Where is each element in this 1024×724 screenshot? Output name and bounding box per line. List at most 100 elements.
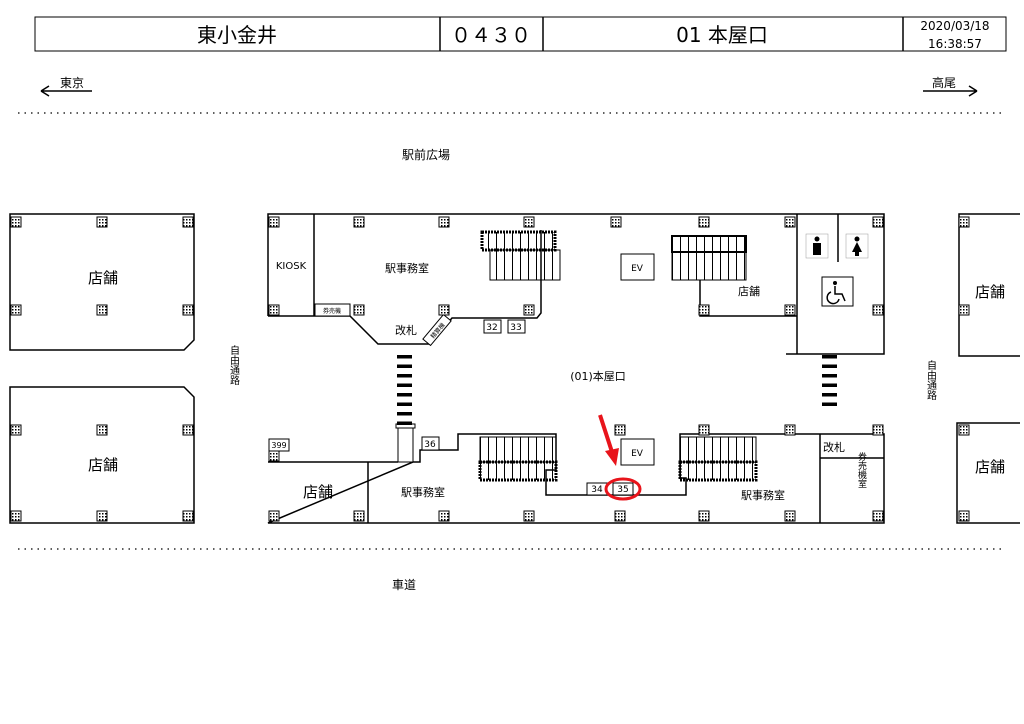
shop-label: 店舗 — [88, 269, 118, 287]
station-office-label: 駅事務室 — [741, 488, 785, 502]
board-399[interactable]: 399 — [268, 438, 290, 452]
station-office-label: 駅事務室 — [401, 485, 445, 499]
station-code: ０４３０ — [451, 23, 531, 47]
stairs — [480, 230, 557, 252]
gate-label: 改札 — [823, 440, 845, 454]
board-number: 399 — [271, 441, 286, 450]
stairs — [679, 436, 757, 463]
pillar — [614, 510, 626, 522]
crosswalk-stripe — [397, 355, 412, 359]
concourse-south: EV 店舗 駅事務室 駅事務室 改札 券売機室 — [267, 423, 885, 524]
pillar — [182, 424, 194, 436]
shop-block-right-top — [958, 213, 1020, 357]
shop-label: 店舗 — [738, 284, 760, 298]
plaza-label: 駅前広場 — [402, 147, 450, 162]
pillar — [268, 510, 280, 522]
crosswalk-stripe — [397, 364, 412, 368]
pillar — [958, 510, 970, 522]
ticket-room-label: 券売機室 — [856, 451, 867, 488]
pillar — [96, 510, 108, 522]
pillar — [438, 510, 450, 522]
pillar — [784, 216, 796, 228]
exit-title: 01 本屋口 — [676, 23, 768, 47]
kiosk-label: KIOSK — [276, 261, 307, 272]
stairs — [489, 249, 561, 281]
crosswalk-stripe — [397, 421, 412, 425]
board-32[interactable]: 32 — [483, 319, 502, 334]
exit-label: (01)本屋口 — [570, 369, 626, 383]
stairs — [678, 460, 758, 482]
pillar — [268, 216, 280, 228]
free-passage-label-right: 自由通路 — [925, 359, 937, 401]
pillar — [958, 424, 970, 436]
shop-label: 店舗 — [975, 283, 1005, 301]
pillar — [96, 304, 108, 316]
board-number: 33 — [510, 323, 521, 333]
shop-label: 店舗 — [975, 458, 1005, 476]
board-35[interactable]: 35 — [612, 482, 634, 496]
elevator-label: EV — [631, 264, 644, 274]
road-label: 車道 — [392, 578, 416, 592]
board-number: 32 — [486, 323, 497, 333]
pillar — [96, 216, 108, 228]
pillar — [523, 510, 535, 522]
pillar — [10, 424, 22, 436]
direction-right-label: 高尾 — [932, 75, 956, 90]
pillar — [523, 304, 535, 316]
pillar — [610, 216, 622, 228]
pillar — [698, 304, 710, 316]
pillar — [438, 216, 450, 228]
direction-right: 高尾 — [923, 75, 978, 97]
pillar — [958, 216, 970, 228]
shop-label: 店舗 — [88, 456, 118, 474]
pillar — [353, 510, 365, 522]
pillar — [182, 510, 194, 522]
crosswalk-stripe — [397, 402, 412, 406]
pillar — [438, 304, 450, 316]
shop-block-left-bottom — [9, 386, 195, 524]
pillar — [353, 216, 365, 228]
fare-adjust-machine — [422, 313, 452, 347]
pillar — [698, 510, 710, 522]
station-name: 東小金井 — [197, 23, 277, 47]
time: 16:38:57 — [928, 37, 982, 51]
pillar — [523, 216, 535, 228]
shop-block-left-top — [9, 213, 195, 351]
crosswalk-stripe — [397, 374, 412, 378]
pillar — [784, 304, 796, 316]
board-33[interactable]: 33 — [507, 319, 526, 334]
elevator — [620, 253, 655, 281]
direction-left: 東京 — [40, 76, 92, 97]
pillar — [872, 216, 884, 228]
stairs — [671, 235, 747, 253]
station-office-label: 駅事務室 — [385, 261, 429, 275]
board-number: 36 — [424, 440, 436, 450]
crosswalk-stripe — [822, 374, 837, 378]
pillar — [872, 510, 884, 522]
crosswalk-stripe — [822, 383, 837, 387]
accessible-toilet-icon — [821, 276, 854, 307]
date: 2020/03/18 — [920, 19, 989, 33]
crosswalk-stripe — [822, 364, 837, 368]
pillar — [10, 304, 22, 316]
board-36[interactable]: 36 — [421, 436, 440, 451]
stairs — [671, 251, 747, 281]
stairs — [479, 436, 557, 463]
direction-left-label: 東京 — [60, 76, 84, 90]
pillar — [614, 424, 626, 436]
crosswalks — [397, 355, 837, 425]
arrow-left-icon — [40, 85, 92, 97]
pillar — [96, 424, 108, 436]
pillar — [698, 424, 710, 436]
pillar — [182, 304, 194, 316]
pillar — [784, 424, 796, 436]
ticket-machine — [314, 303, 351, 317]
pillars — [10, 216, 970, 522]
pillar — [872, 424, 884, 436]
board-number: 35 — [617, 485, 628, 495]
crosswalk-stripe — [397, 393, 412, 397]
pillar — [268, 450, 280, 462]
board-34[interactable]: 34 — [586, 482, 608, 496]
pillar — [784, 510, 796, 522]
